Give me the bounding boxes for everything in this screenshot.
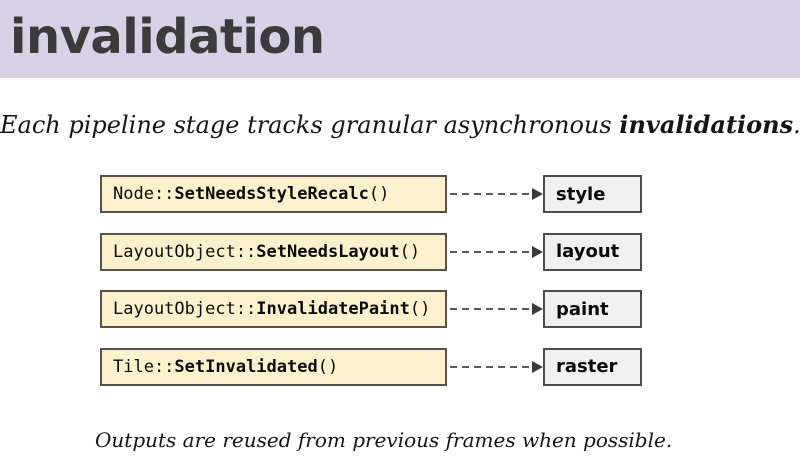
dashed-arrow — [447, 348, 543, 386]
pipeline-row-paint: LayoutObject::InvalidatePaint() paint — [100, 290, 642, 328]
dashed-arrow — [447, 175, 543, 213]
stage-label: paint — [556, 298, 609, 320]
dashed-arrow — [447, 233, 543, 271]
arrow-head-icon — [532, 188, 543, 200]
arrow-line — [450, 308, 533, 310]
arrow-line — [450, 193, 533, 195]
code-box: LayoutObject::SetNeedsLayout() — [100, 232, 447, 271]
code-suffix: () — [368, 184, 390, 204]
code-box: LayoutObject::InvalidatePaint() — [100, 290, 447, 328]
code-prefix: LayoutObject:: — [113, 241, 257, 262]
slide-header: invalidation — [0, 0, 800, 78]
arrow-line — [450, 250, 533, 253]
subtitle-text: Each pipeline stage tracks granular asyn… — [0, 111, 620, 139]
subtitle-period: . — [793, 111, 800, 139]
invalidation-diagram: Node::SetNeedsStyleRecalc() style Layout… — [100, 175, 642, 386]
stage-label: style — [556, 183, 606, 205]
arrow-head-icon — [532, 360, 543, 373]
pipeline-row-layout: LayoutObject::SetNeedsLayout() layout — [100, 232, 642, 271]
subtitle-emphasis: invalidations — [619, 110, 794, 139]
code-suffix: () — [317, 356, 339, 377]
stage-box: layout — [543, 232, 642, 271]
arrow-head-icon — [532, 303, 543, 315]
subtitle: Each pipeline stage tracks granular asyn… — [0, 110, 800, 139]
code-prefix: Tile:: — [113, 356, 175, 377]
stage-box: style — [543, 175, 642, 213]
arrow-line — [450, 365, 533, 368]
code-method: SetInvalidated — [174, 356, 318, 377]
dashed-arrow — [447, 290, 543, 328]
code-box: Node::SetNeedsStyleRecalc() — [100, 175, 447, 213]
caption: Outputs are reused from previous frames … — [95, 428, 673, 452]
stage-box: paint — [543, 290, 642, 328]
code-suffix: () — [409, 299, 431, 319]
code-method: InvalidatePaint — [256, 299, 410, 319]
page-title: invalidation — [10, 9, 325, 65]
code-method: SetNeedsLayout — [256, 241, 400, 262]
pipeline-row-style: Node::SetNeedsStyleRecalc() style — [100, 175, 642, 213]
code-suffix: () — [399, 241, 421, 262]
pipeline-row-raster: Tile::SetInvalidated() raster — [100, 347, 642, 386]
stage-box: raster — [543, 347, 642, 386]
stage-label: raster — [556, 356, 618, 377]
code-method: SetNeedsStyleRecalc — [174, 184, 369, 204]
code-prefix: Node:: — [113, 184, 175, 204]
code-prefix: LayoutObject:: — [113, 299, 257, 319]
code-box: Tile::SetInvalidated() — [100, 347, 447, 386]
arrow-head-icon — [532, 245, 543, 258]
stage-label: layout — [556, 241, 620, 262]
